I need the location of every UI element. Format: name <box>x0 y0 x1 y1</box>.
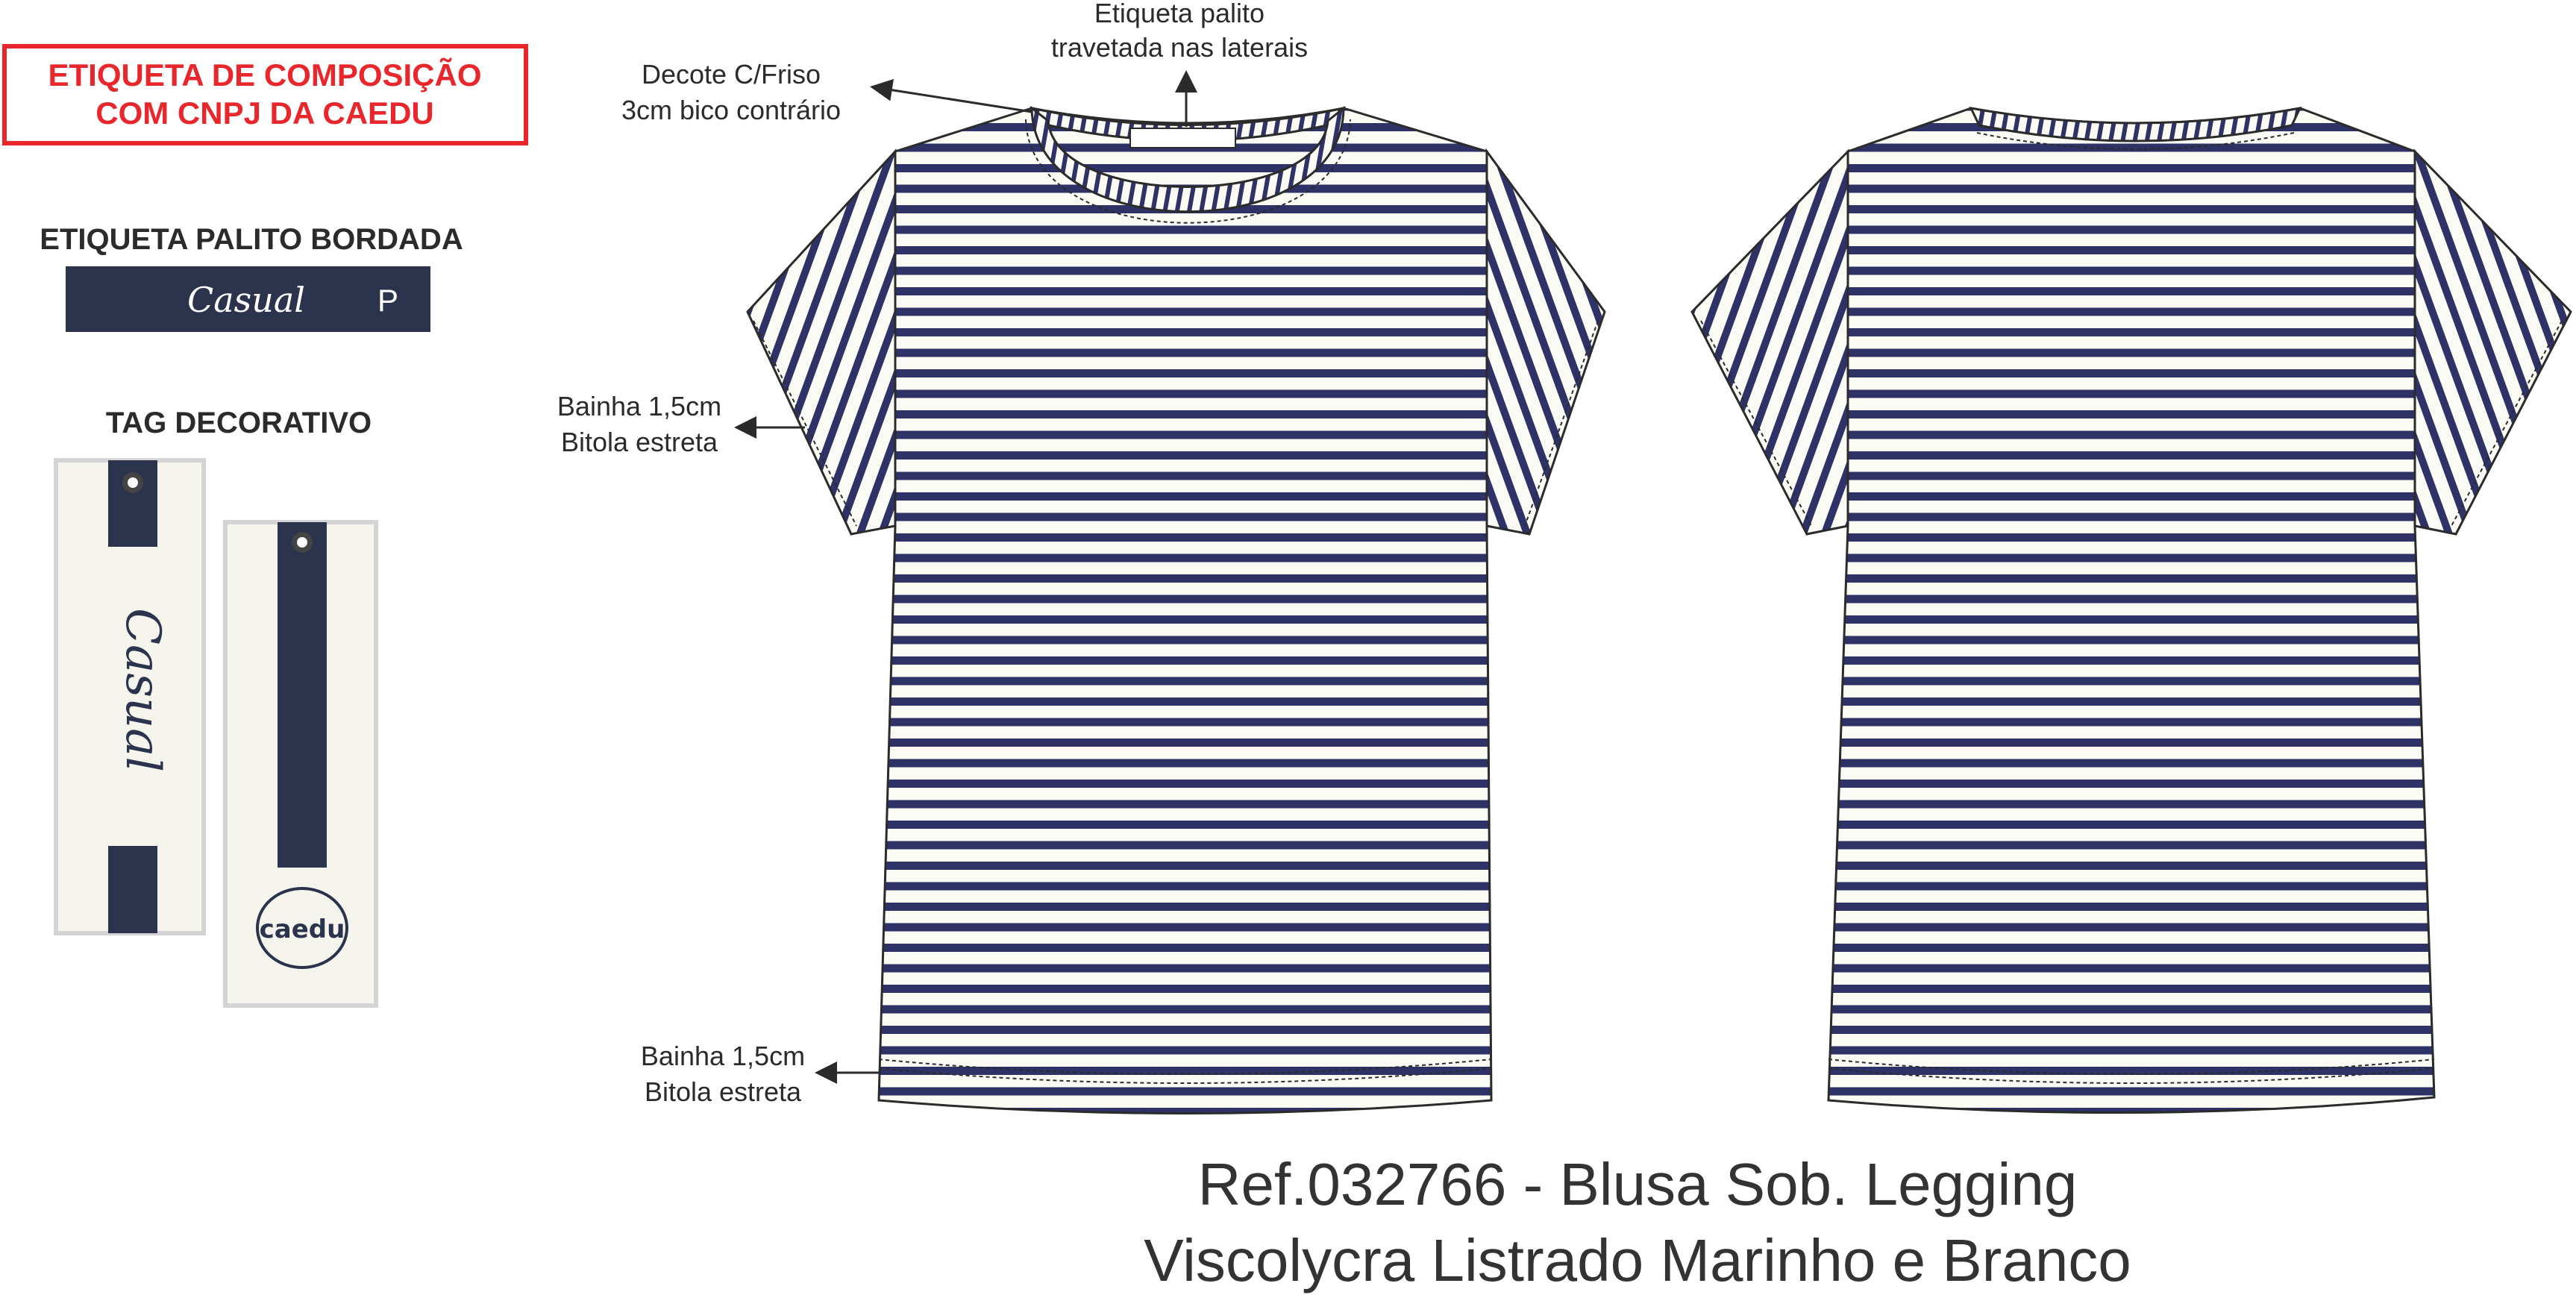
annotation-neck-label: Etiqueta palito travetada nas laterais <box>1051 0 1308 127</box>
product-title-line2: Viscolycra Listrado Marinho e Branco <box>1144 1227 2131 1294</box>
palito-label-brand: Casual <box>187 280 305 320</box>
back-body <box>1827 107 2436 1114</box>
tag-bottom-stripe <box>108 846 157 933</box>
front-left-sleeve <box>746 148 897 536</box>
front-body <box>877 107 1493 1114</box>
front-right-sleeve <box>1485 148 1606 536</box>
tag-stripe <box>278 522 327 868</box>
composition-label-box: ETIQUETA DE COMPOSIÇÃO COM CNPJ DA CAEDU <box>2 44 528 145</box>
composition-label-line2: COM CNPJ DA CAEDU <box>95 95 433 131</box>
back-right-sleeve <box>2413 148 2572 536</box>
tag1-brand: Casual <box>115 608 170 772</box>
palito-label-heading: ETIQUETA PALITO BORDADA <box>40 223 463 256</box>
annotation-text: Bainha 1,5cm <box>557 391 721 421</box>
annotation-neckline: Decote C/Friso 3cm bico contrário <box>621 59 1032 125</box>
annotation-text: travetada nas laterais <box>1051 32 1308 63</box>
annotation-text: Decote C/Friso <box>642 59 821 90</box>
caedu-logo: caedu <box>260 915 345 944</box>
annotation-text: Bitola estreta <box>561 427 718 457</box>
tag-section: TAG DECORATIVO Casual caedu <box>54 407 378 1008</box>
caedu-logo-circle <box>256 887 348 969</box>
arrow-icon <box>870 78 1032 113</box>
neck-label-rect <box>1129 128 1236 148</box>
palito-label-size: P <box>377 283 398 318</box>
tag-heading: TAG DECORATIVO <box>106 407 372 439</box>
composition-label-border <box>2 44 528 145</box>
front-neck-band <box>1030 105 1345 213</box>
palito-label <box>66 266 430 332</box>
palito-label-section: ETIQUETA PALITO BORDADA Casual P <box>40 223 463 332</box>
product-title-line1: Ref.032766 - Blusa Sob. Legging <box>1198 1151 2078 1217</box>
annotation-text: Bainha 1,5cm <box>641 1041 805 1071</box>
back-left-sleeve <box>1690 148 1849 536</box>
decorative-tag-2: caedu <box>223 520 378 1008</box>
annotation-text: Etiqueta palito <box>1094 0 1265 28</box>
back-view-neck-band <box>1969 106 2302 142</box>
composition-label-line1: ETIQUETA DE COMPOSIÇÃO <box>48 57 481 92</box>
annotation-body-hem: Bainha 1,5cm Bitola estreta <box>641 1041 880 1107</box>
annotation-text: 3cm bico contrário <box>621 95 841 125</box>
shirt-back <box>1690 106 2572 1114</box>
decorative-tag-1: Casual <box>54 458 206 935</box>
annotation-sleeve-hem: Bainha 1,5cm Bitola estreta <box>557 391 805 457</box>
shirt-front <box>746 105 1606 1114</box>
annotation-text: Bitola estreta <box>645 1076 802 1107</box>
